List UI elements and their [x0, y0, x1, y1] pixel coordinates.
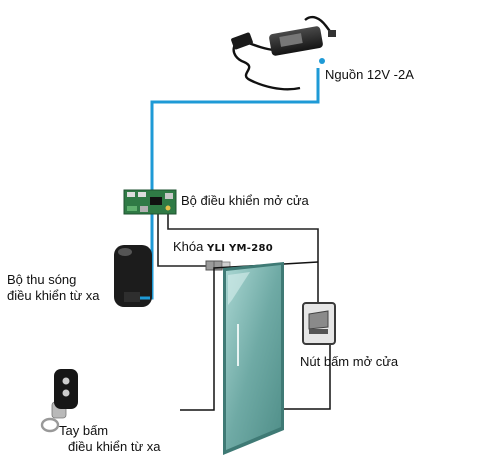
exit-button-label: Nút bấm mở cửa	[300, 354, 399, 369]
remote-label-line2: điều khiển từ xa	[68, 439, 161, 454]
controller-board-icon	[123, 189, 177, 215]
exit-button-icon	[302, 302, 336, 345]
power-adapter-icon	[231, 15, 336, 91]
remote-control-icon	[40, 369, 78, 433]
lock-label-prefix: Khóa	[173, 239, 204, 254]
receiver-label-line1: Bộ thu sóng	[7, 272, 77, 287]
receiver-icon	[114, 245, 152, 307]
receiver-label-line2: điều khiển từ xa	[7, 288, 100, 303]
lock-model: YLI YM-280	[207, 243, 274, 254]
power-supply-label: Nguồn 12V -2A	[325, 67, 414, 82]
lock-label: Khóa YLI YM-280	[173, 239, 273, 256]
remote-label-line1: Tay bấm	[59, 423, 109, 438]
black-cable	[157, 214, 319, 303]
glass-door-icon	[180, 261, 331, 455]
controller-label: Bộ điều khiển mở cửa	[181, 193, 309, 208]
